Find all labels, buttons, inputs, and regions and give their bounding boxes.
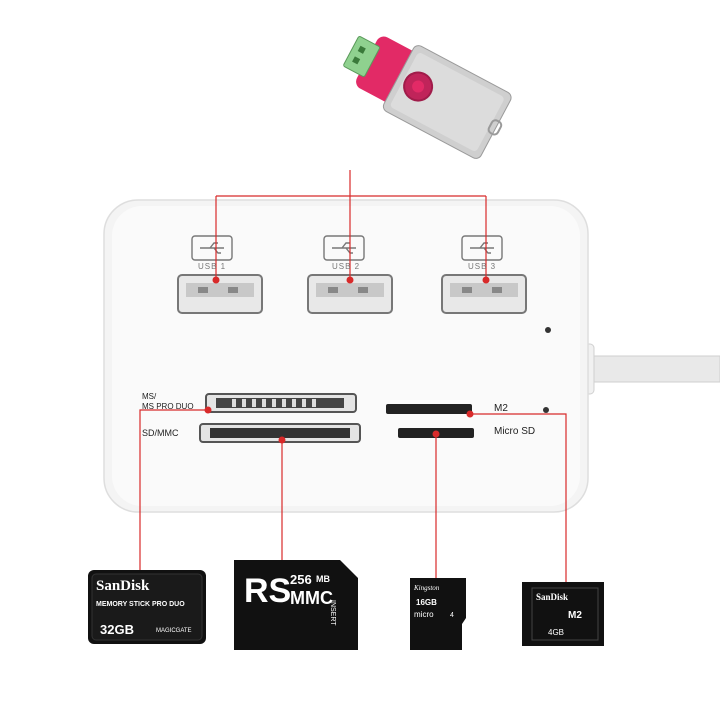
led-indicator (543, 407, 549, 413)
ms-label: MS/ (142, 392, 157, 401)
microsd-capacity: 16GB (416, 598, 437, 607)
ms-card-line: MEMORY STICK PRO DUO (96, 601, 185, 608)
m2-card-type: M2 (568, 610, 582, 621)
usb-port-2[interactable] (307, 274, 393, 314)
micro-sd-card (410, 578, 466, 650)
ms-pro-duo-label: MS PRO DUO (142, 402, 194, 411)
connector-lines (139, 170, 567, 582)
usb-flash-drive (343, 36, 512, 159)
rsmmc-prefix: RS (244, 572, 292, 610)
m2-card-capacity: 4GB (548, 628, 565, 637)
usb-port-1[interactable] (177, 274, 263, 314)
microsd-brand: Kingston (414, 584, 440, 592)
rsmmc-type: MMC (290, 588, 333, 608)
microsd-class: 4 (450, 612, 454, 619)
ms-card-capacity: 32GB (100, 622, 134, 637)
rs-mmc-card (234, 560, 358, 650)
rsmmc-side: INSERT (329, 600, 336, 626)
microsd-type: micro (414, 610, 434, 619)
hub-body (103, 199, 589, 513)
ms-card-brand: SanDisk (96, 578, 150, 594)
sd-mmc-label: SD/MMC (142, 428, 179, 438)
usb-symbol-icon (191, 235, 503, 261)
m2-label: M2 (494, 403, 508, 414)
usb-3-label: USB 3 (468, 262, 497, 271)
led-indicator (545, 327, 551, 333)
m2-card-brand: SanDisk (536, 592, 569, 602)
ms-slot[interactable] (205, 393, 357, 413)
rsmmc-size: 256 (290, 572, 312, 587)
m2-slot[interactable] (386, 404, 472, 414)
micro-sd-label: Micro SD (494, 426, 536, 437)
m2-card (522, 582, 604, 646)
ms-card-badge: MAGICGATE (156, 628, 192, 634)
usb-2-label: USB 2 (332, 262, 361, 271)
usb-cable (577, 343, 720, 395)
rsmmc-unit: MB (316, 574, 330, 584)
ms-pro-duo-card (88, 570, 206, 644)
usb-port-3[interactable] (441, 274, 527, 314)
usb-1-label: USB 1 (198, 262, 227, 271)
connector-dots (204, 276, 490, 444)
